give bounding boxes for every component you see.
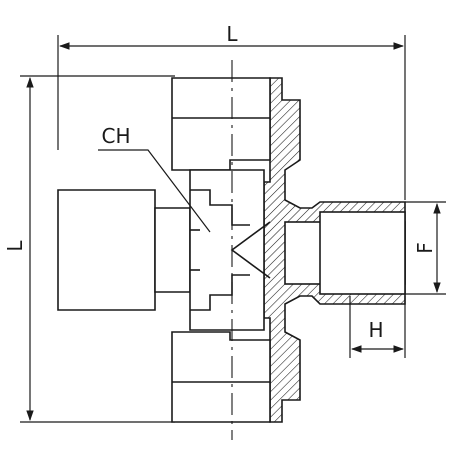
hex-step-upper: [190, 189, 250, 226]
label-l-top: L: [226, 22, 238, 46]
dimension-thread-length: H: [349, 296, 406, 358]
dimension-thread-diameter: F: [405, 201, 446, 295]
label-f: F: [413, 242, 437, 254]
label-l-left: L: [3, 240, 27, 252]
branch-top: [171, 77, 271, 171]
dimension-wrench: CH: [98, 124, 211, 233]
hex-step-lower: [190, 274, 250, 311]
hex-core: [189, 169, 265, 331]
cross-fitting-body: [57, 60, 406, 440]
branch-left: [57, 189, 156, 311]
dimension-length-left: L: [3, 75, 175, 423]
label-backdrop: [221, 22, 243, 44]
branch-bottom: [171, 331, 271, 423]
leader-ch: [98, 149, 211, 233]
thread-cavity-right: [319, 211, 406, 295]
label-h: H: [368, 318, 383, 342]
label-backdrop: [418, 236, 436, 260]
collar-left: [154, 207, 191, 293]
label-ch: CH: [101, 124, 130, 148]
label-backdrop: [8, 228, 26, 262]
dimension-length-top: L: [57, 22, 406, 200]
